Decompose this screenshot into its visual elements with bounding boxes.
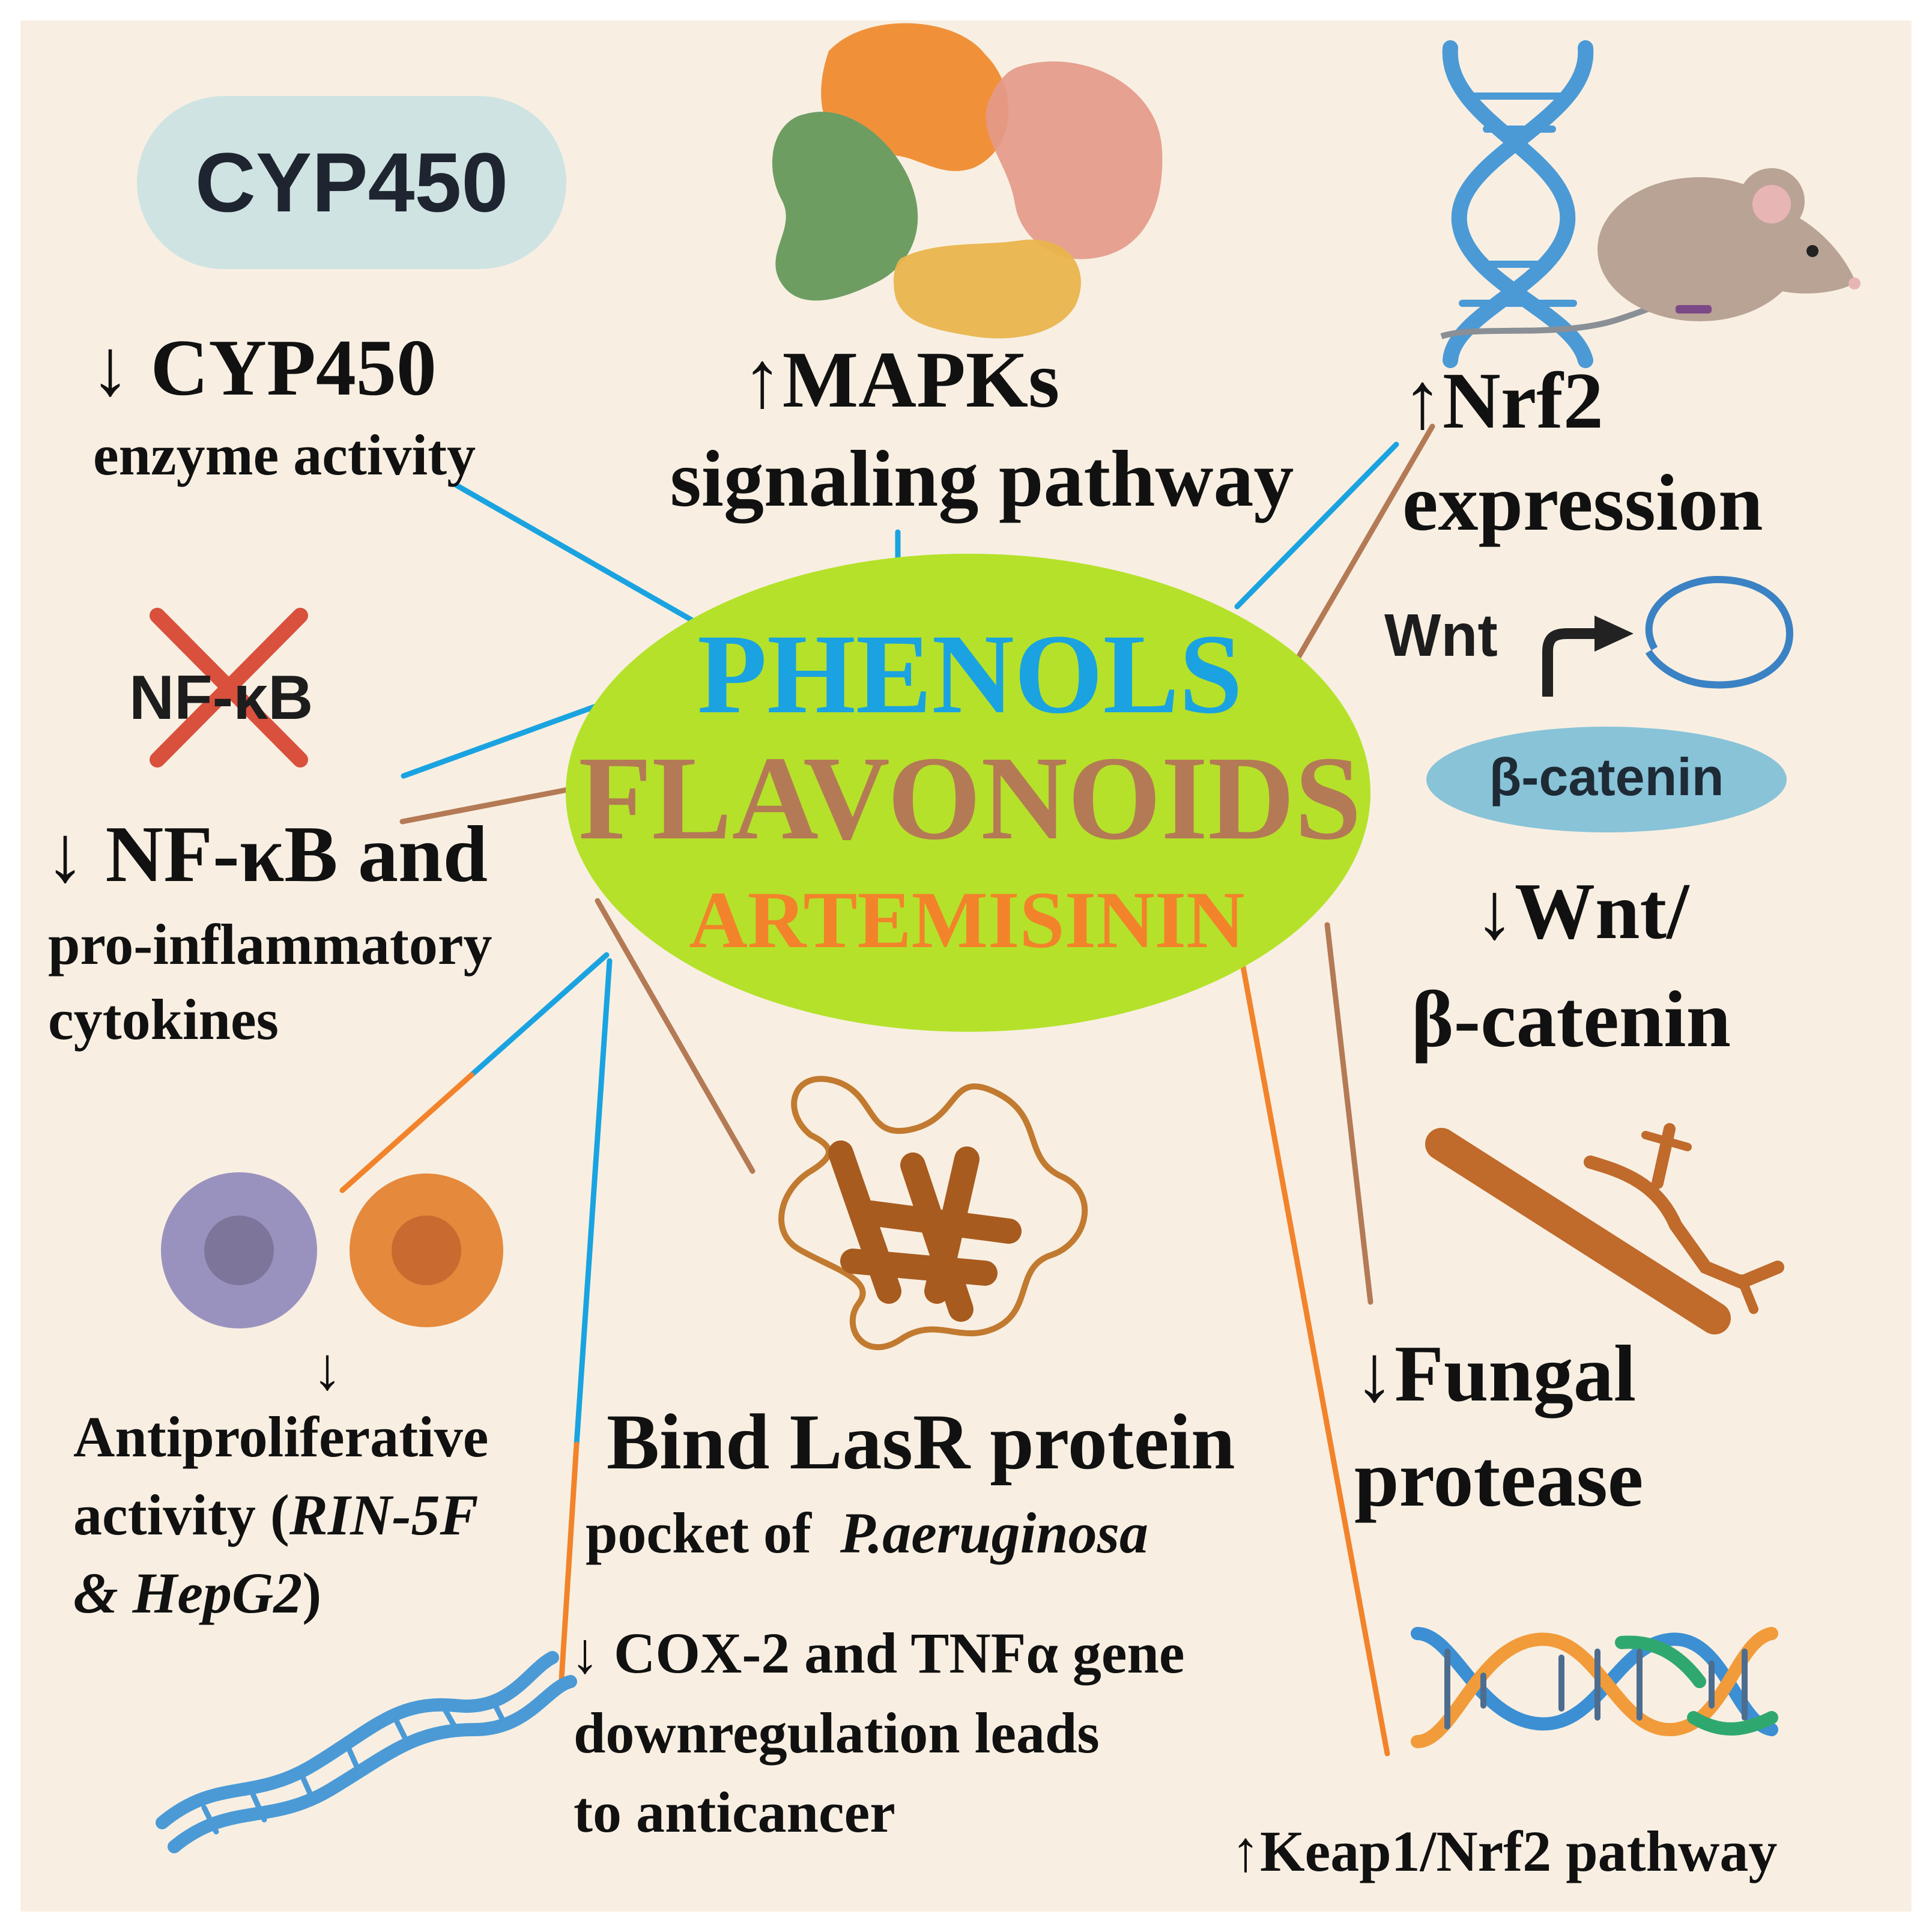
- lasr-effect-line1: Bind LasR protein: [607, 1398, 1235, 1486]
- cox2-effect-line2: downregulation leads: [574, 1701, 1100, 1765]
- central-ellipse: [566, 554, 1370, 1032]
- center-label-flavonoids: FLAVONOIDS: [578, 732, 1361, 865]
- connector-fungal-brown: [1324, 922, 1373, 1305]
- antiprolif-line3-suffix: ): [302, 1561, 322, 1625]
- cyp450-pill-label: CYP450: [195, 135, 509, 229]
- dna-helix-icon: [1442, 40, 1594, 368]
- connector-nrf2-blue: [1234, 441, 1399, 610]
- antiprolif-line3: & HepG2): [73, 1564, 321, 1622]
- antiprolif-line1: Antiproliferative: [73, 1405, 489, 1469]
- wnt-label: Wnt: [1384, 602, 1498, 669]
- connector-lines: [339, 423, 1435, 1757]
- cox2-effect-line1: ↓ COX-2 and TNFα gene: [571, 1621, 1185, 1685]
- connector-cox2-blue: [574, 958, 613, 1447]
- antiprolif-cell-line-rin5f: RIN-5F: [289, 1483, 479, 1547]
- lasr-line2-prefix: pocket of: [586, 1501, 840, 1565]
- nrf2-effect-line1: ↑Nrf2: [1402, 356, 1603, 445]
- fungal-hyphae-icon: [1425, 1123, 1784, 1334]
- center-label-artemisinin: ARTEMISININ: [689, 876, 1245, 965]
- mapk-protein-cluster-icon: [772, 23, 1163, 339]
- antiprolif-cell-line-hepg2: & HepG2: [73, 1561, 303, 1625]
- connector-antiprolif-orange: [339, 1072, 474, 1193]
- nrf2-effect-line2: expression: [1402, 458, 1763, 547]
- connector-cyp450: [453, 482, 703, 628]
- center-label-phenols: PHENOLS: [697, 611, 1243, 737]
- connector-antiprolif-blue: [468, 952, 610, 1078]
- beta-catenin-pill-icon: [1426, 727, 1787, 832]
- lasr-organism: P.aeruginosa: [840, 1501, 1148, 1565]
- nfkb-effect-line3: cytokines: [48, 987, 279, 1052]
- mapk-effect-line1: ↑MAPKs: [742, 335, 1060, 424]
- connector-nrf2-brown: [1288, 423, 1435, 673]
- cells-icon: [161, 1172, 503, 1328]
- wnt-arrow-icon: [1542, 616, 1634, 697]
- antiprolif-line2-prefix: activity (: [73, 1483, 289, 1547]
- connector-lasr-brown: [595, 898, 756, 1174]
- beta-catenin-pill-label: β-catenin: [1489, 747, 1724, 807]
- connector-nfkb-brown: [399, 787, 571, 825]
- connector-cox2-orange: [559, 1441, 580, 1682]
- lasr-protein-icon: [778, 1076, 1088, 1351]
- mapk-effect-line2: signaling pathway: [670, 434, 1294, 523]
- cox2-effect-line3: to anticancer: [574, 1780, 895, 1844]
- keap1-effect-line1: ↑Keap1/Nrf2 pathway: [1231, 1819, 1778, 1883]
- nfkb-crossed-label: NF-κB: [129, 663, 313, 733]
- nfkb-effect-line1: ↓ NF-κB and: [45, 810, 488, 898]
- dna-strand-bottom-icon: [156, 1651, 577, 1853]
- cyp450-pill-icon: [137, 96, 566, 269]
- cyp450-effect-subtitle: enzyme activity: [93, 423, 476, 487]
- red-cross-icon: [150, 608, 308, 768]
- antiprolif-arrow: ↓: [312, 1336, 342, 1402]
- lasr-effect-line2: pocket of P.aeruginosa: [586, 1504, 1148, 1562]
- antiprolif-line2: activity (RIN-5F: [73, 1486, 479, 1544]
- connector-nfkb-blue: [401, 703, 601, 779]
- wnt-effect-line1: ↓Wnt/: [1474, 867, 1689, 955]
- fungal-effect-line1: ↓Fungal: [1354, 1329, 1637, 1418]
- fungal-effect-line2: protease: [1354, 1434, 1644, 1523]
- mouse-icon: [1440, 168, 1861, 339]
- wnt-effect-line2: β-catenin: [1411, 975, 1731, 1064]
- connector-keap1-orange: [1240, 964, 1390, 1757]
- cyp450-effect-title: ↓ CYP450: [90, 323, 437, 412]
- wnt-loop-icon: [1645, 575, 1794, 689]
- dna-helix-bottom-icon: [1411, 1627, 1778, 1748]
- nfkb-effect-line2: pro-inflammatory: [48, 912, 492, 977]
